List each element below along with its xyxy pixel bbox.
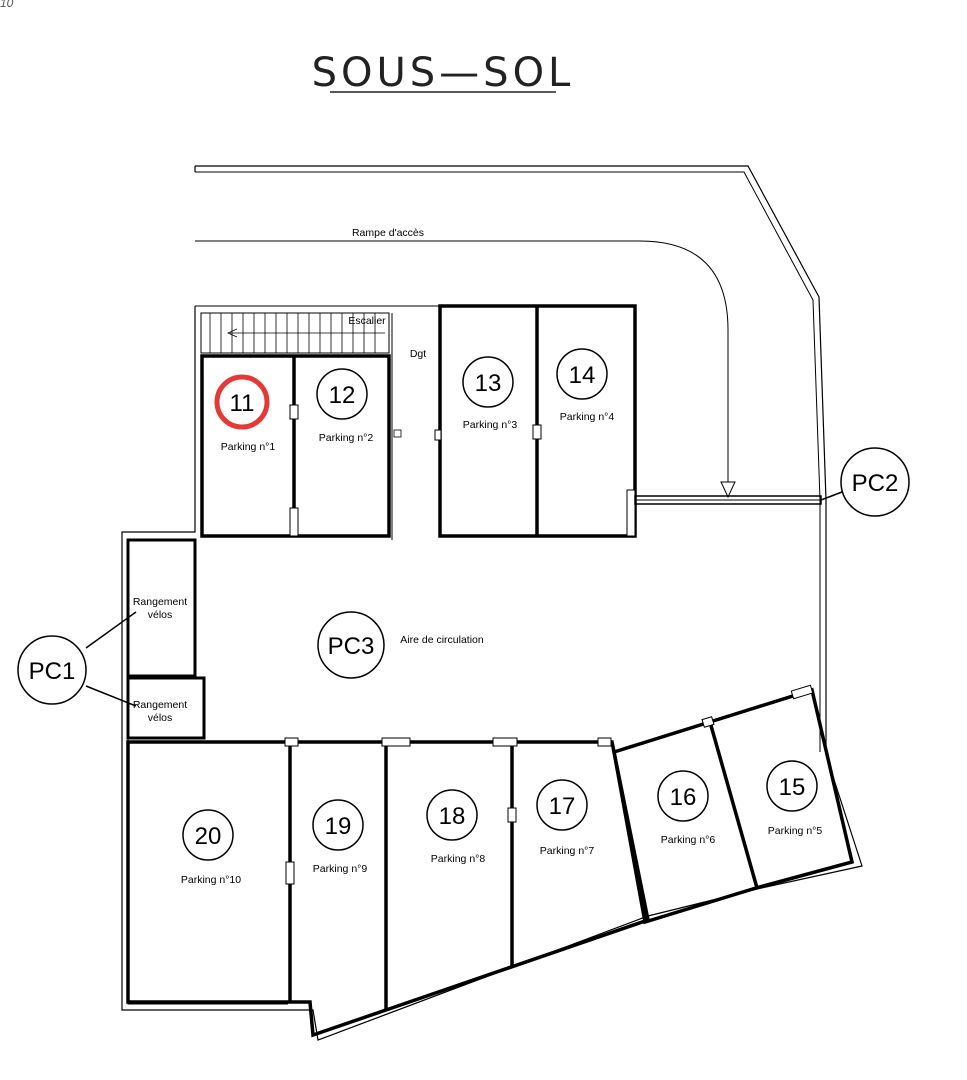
parking-block-lower-right [612,684,855,925]
bike-storage-2-label-2: vélos [148,712,173,724]
stairs [200,312,390,354]
plan-title: SOUS—SOL [312,50,575,96]
lot-15-circle [766,760,818,812]
lot-16-label: Parking n°6 [661,834,716,846]
lot-20-circle [182,809,234,861]
parking-block-upper-right [434,304,637,538]
bike-storage-2-label-1: Rangement [133,699,187,711]
bike-storage-2 [126,676,206,740]
wall-marker [393,429,402,438]
lot-12-circle [316,368,368,420]
corner-text: 10 [0,0,14,10]
lot-17-number: 17 [549,793,576,820]
circulation-label: Aire de circulation [400,634,484,646]
pc1-marker: PC1 [17,611,137,707]
ramp-outer-wall [121,165,863,1041]
lot-13-number: 13 [475,370,502,397]
lot-19-circle [312,799,364,851]
dgt-label: Dgt [410,348,426,360]
lot-16-number: 16 [670,784,697,811]
pc3-label: PC3 [328,633,375,660]
lot-17-circle [536,779,588,831]
bike-storage-1-label-1: Rangement [133,596,187,608]
ramp-label: Rampe d'accès [352,227,424,239]
lot-12-label: Parking n°2 [319,432,374,444]
bike-storage-1-label-2: vélos [148,609,173,621]
lot-18-label: Parking n°8 [431,853,486,865]
lot-11-circle [214,374,270,430]
lot-15-label: Parking n°5 [768,825,823,837]
ramp-outer-wall-inner-line [195,171,821,752]
lot-14-circle [556,348,608,400]
lot-12-number: 12 [329,382,356,409]
lot-11-label: Parking n°1 [221,441,276,453]
lot-17-label: Parking n°7 [540,845,595,857]
lot-13-label: Parking n°3 [463,419,518,431]
lot-19-label: Parking n°9 [313,863,368,875]
lot-16-circle [657,770,709,822]
lot-13-circle [462,356,514,408]
pc3-marker: PC3 [317,611,385,679]
pc2-marker: PC2 [820,447,910,517]
stairs-label: Escalier [348,315,386,327]
lot-20-number: 20 [195,823,222,850]
lot-20-label: Parking n°10 [181,874,241,886]
bike-storage-1 [126,538,197,678]
lot-19-number: 19 [325,813,352,840]
lot-15-number: 15 [779,774,806,801]
stairs-arrow-icon [227,328,238,338]
lot-18-circle [426,789,478,841]
parking-block-upper-left [200,354,391,538]
lot-14-number: 14 [569,362,596,389]
ramp-arrow-icon [720,481,736,499]
pc1-label: PC1 [29,658,76,685]
lot-11-number: 11 [230,390,255,417]
lot-18-number: 18 [439,803,466,830]
lot-14-label: Parking n°4 [560,411,615,423]
pc2-label: PC2 [852,470,899,497]
ramp-curve-line [195,240,729,482]
